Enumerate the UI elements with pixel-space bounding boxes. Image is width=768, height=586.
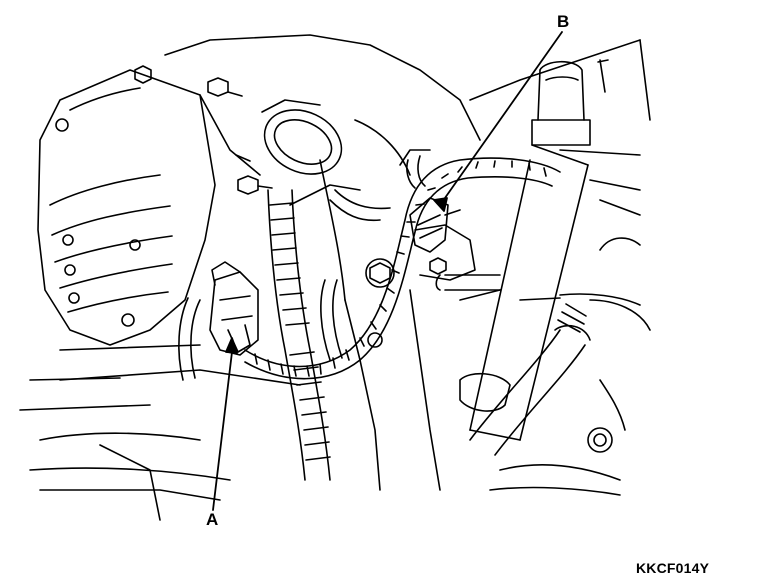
- bolts: [135, 66, 446, 347]
- callout-arrows: [213, 32, 562, 510]
- right-pipe: [470, 150, 650, 495]
- corrugated-harness: [268, 190, 330, 480]
- intake-cap: [254, 98, 352, 186]
- callout-label-b: B: [557, 12, 570, 31]
- heat-shield: [38, 70, 215, 345]
- connector-b: [410, 198, 460, 252]
- hose: [436, 275, 500, 290]
- strut: [460, 60, 608, 440]
- callout-label-a: A: [206, 510, 219, 529]
- wiring-harness: [179, 150, 560, 380]
- figure-code: KKCF014Y: [636, 560, 710, 576]
- engine-block: [30, 35, 650, 500]
- connector-a: [210, 262, 258, 355]
- lower-pan: [20, 378, 160, 520]
